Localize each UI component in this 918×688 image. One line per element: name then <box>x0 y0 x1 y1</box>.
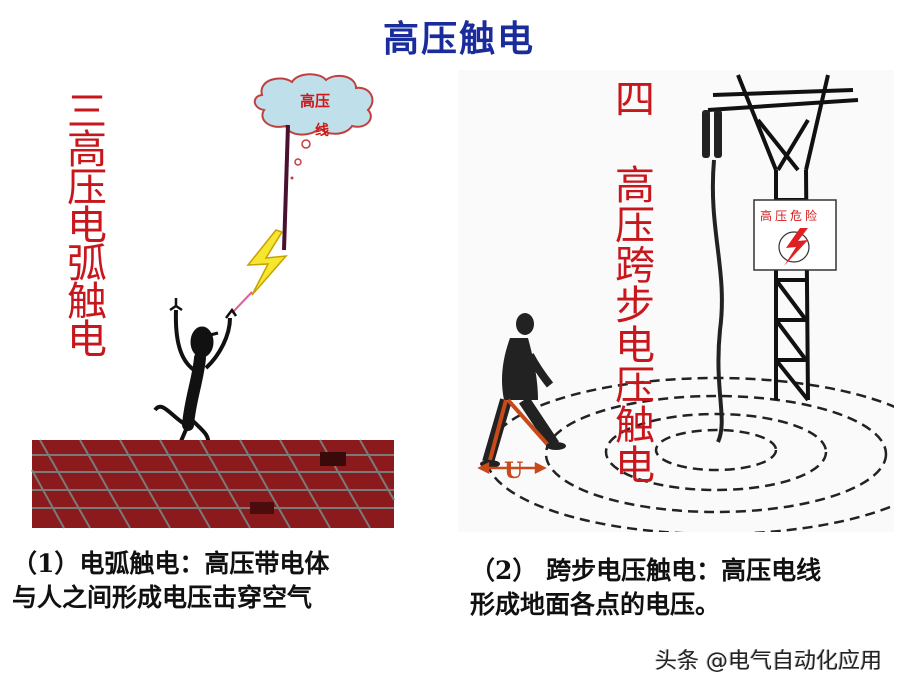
high-voltage-wire <box>282 124 290 251</box>
cloud-label-line: 线 <box>315 122 329 139</box>
circle-icon <box>778 231 810 263</box>
walking-man-icon <box>480 313 566 468</box>
insulator-icon <box>702 110 722 158</box>
right-vertical-title: 四 高压跨步电压触电 <box>608 78 654 484</box>
caption-line: 形成地面各点的电压。 <box>470 590 721 619</box>
step-voltage-arrows-icon <box>477 461 547 475</box>
step-voltage-drawing: 高压危险 U <box>477 74 894 532</box>
cloud-label-high-voltage: 高压 <box>300 92 330 110</box>
arc-shock-illustration: 高压 线 <box>30 70 400 530</box>
stick-person-icon <box>153 298 238 449</box>
concentric-rings <box>484 376 894 532</box>
caption-line: （1）电弧触电：高压带电体 <box>12 549 330 578</box>
step-voltage-label: U <box>504 458 523 484</box>
arc-spark <box>231 291 253 314</box>
lightning-bolt-icon <box>784 228 808 266</box>
brick-roof <box>31 439 395 529</box>
danger-sign-text: 高压危险 <box>760 208 820 223</box>
arc-shock-drawing: 高压 线 <box>31 73 395 529</box>
caption-line: 与人之间形成电压击穿空气 <box>12 583 313 612</box>
step-voltage-caption: （2） 跨步电压触电：高压电线 形成地面各点的电压。 <box>470 554 910 622</box>
caption-line: （2） 跨步电压触电：高压电线 <box>470 556 822 585</box>
slide-title: 高压触电 <box>382 19 535 60</box>
left-vertical-title: 三高压电弧触电 <box>60 90 106 356</box>
watermark: 头条 @电气自动化应用 <box>655 649 882 674</box>
step-voltage-illustration: 高压危险 U 四 高压跨步电压触电 <box>458 70 894 532</box>
arc-shock-caption: （1）电弧触电：高压带电体 与人之间形成电压击穿空气 <box>12 547 422 615</box>
danger-sign <box>753 199 837 271</box>
cloud-icon <box>253 73 374 180</box>
fallen-wire <box>710 159 724 443</box>
lightning-bolt-icon <box>246 229 288 296</box>
